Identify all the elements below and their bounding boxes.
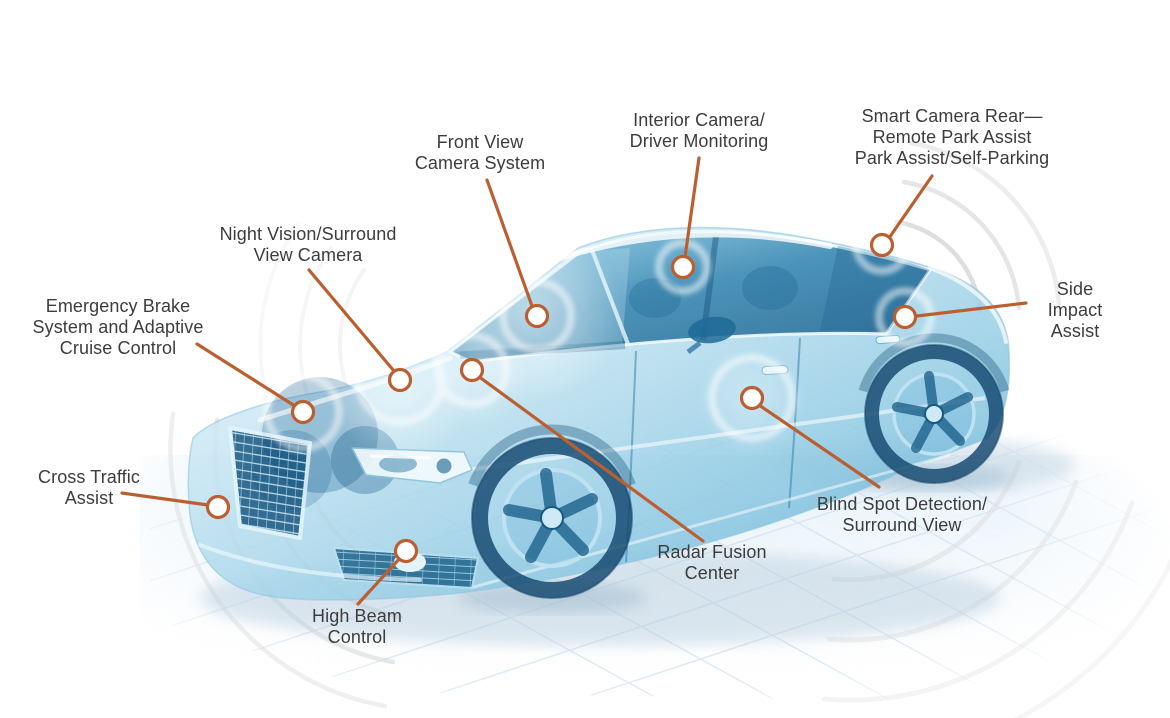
smart-camera-rear-park-assist-dot [869, 232, 895, 258]
interior-camera-driver-monitoring-dot [670, 254, 696, 280]
bumper-chrome [198, 543, 422, 582]
interior-camera-driver-monitoring-line [683, 156, 701, 259]
blind-spot-detection-surround-view-line [757, 403, 881, 489]
radar-fusion-center-line [476, 374, 705, 543]
cross-traffic-assist-line [120, 491, 210, 507]
high-beam-control-dot [393, 538, 419, 564]
emergency-brake-adaptive-cruise-control-dot [290, 399, 316, 425]
trunk-highlight [928, 266, 1008, 344]
car-illustration [187, 215, 1011, 601]
blind-spot-detection-surround-view-dot [739, 385, 765, 411]
front-view-camera-system-dot [524, 303, 550, 329]
night-vision-surround-view-camera-dot [387, 367, 413, 393]
front-view-camera-system-line [485, 178, 534, 308]
night-vision-surround-view-camera-line [307, 268, 396, 373]
side-impact-assist-line [915, 301, 1028, 318]
front-wheel [471, 437, 633, 599]
rear-wheel [864, 344, 1004, 484]
radar-fusion-center-dot [459, 357, 485, 383]
side-impact-assist-dot [892, 304, 918, 330]
rear-wheel-arch [858, 333, 1010, 393]
side-mirror [686, 316, 736, 354]
smart-camera-rear-park-assist-line [887, 174, 934, 240]
high-beam-control-line [356, 555, 403, 606]
cross-traffic-assist-dot [205, 494, 231, 520]
emergency-brake-adaptive-cruise-control-line [195, 342, 297, 408]
